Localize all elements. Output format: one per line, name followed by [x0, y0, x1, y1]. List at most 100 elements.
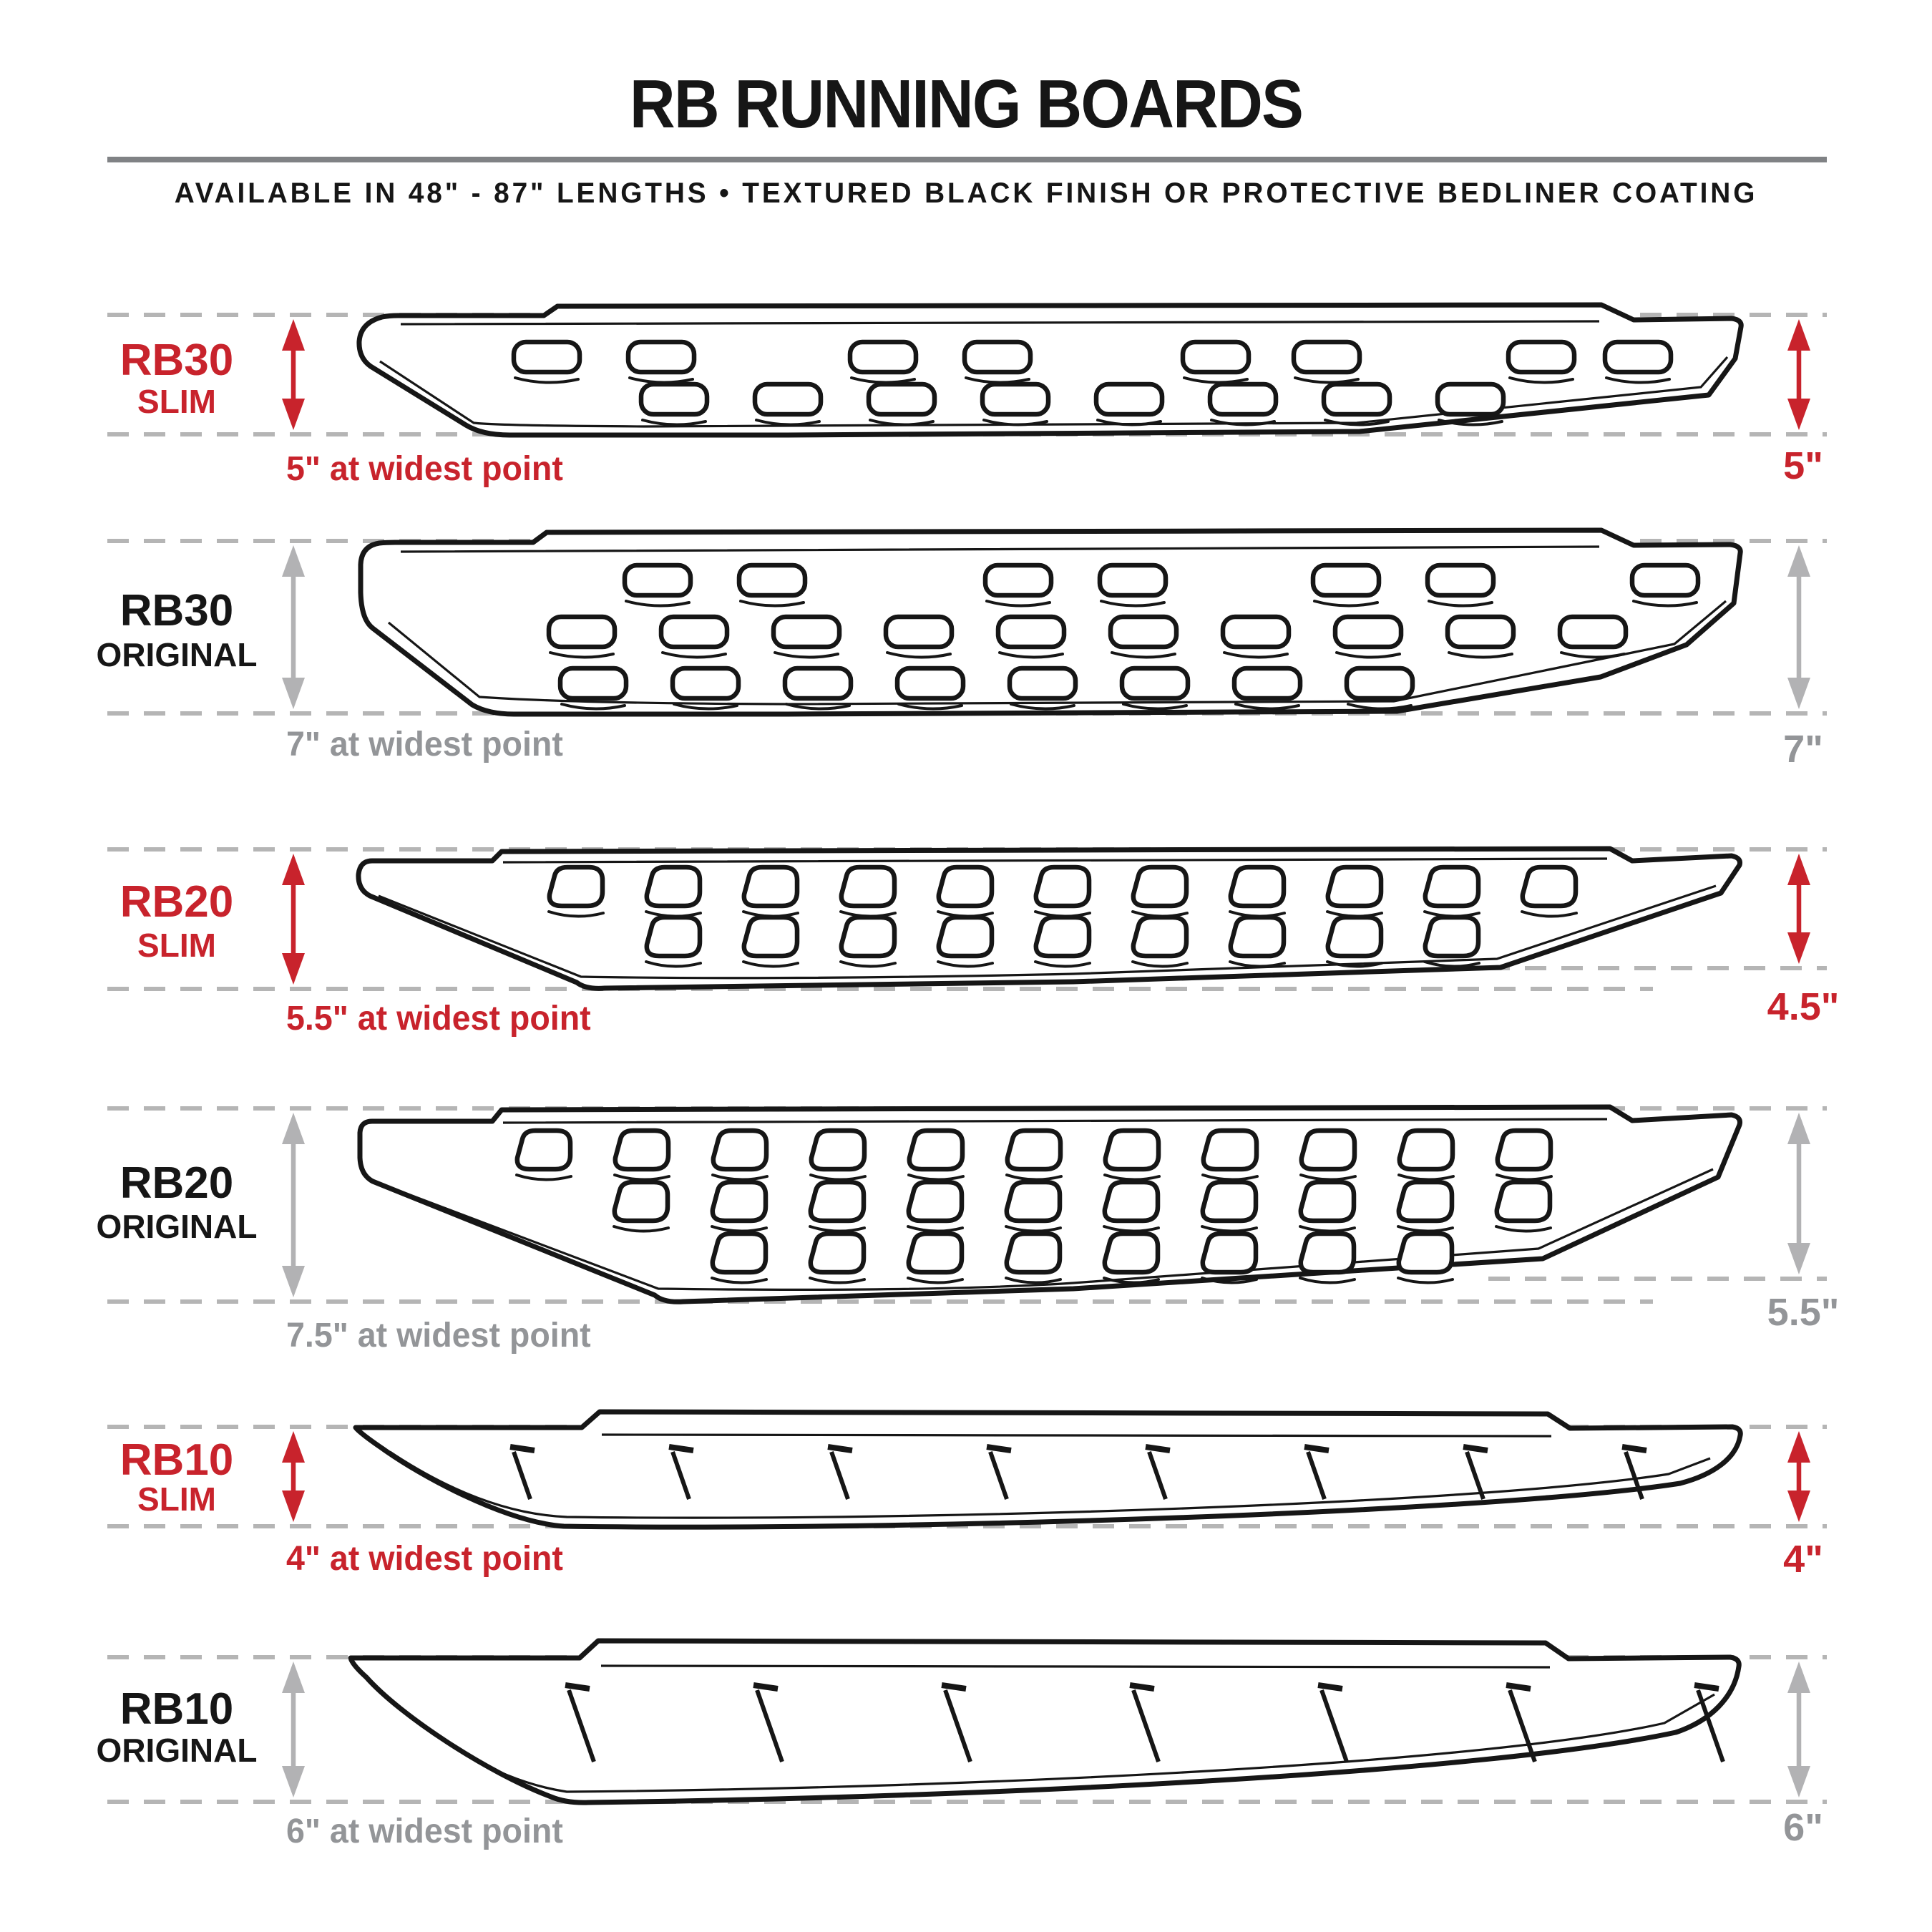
tread-mark: [941, 1682, 967, 1692]
d-slot: [1201, 1128, 1259, 1172]
model-label-rb20-original: RB20: [119, 1158, 234, 1208]
slot-shadow: [1397, 1277, 1454, 1284]
d-slot: [1228, 914, 1287, 959]
tread-mark: [1694, 1682, 1719, 1692]
board-drawings: [348, 302, 1744, 1805]
oval-slot: [982, 562, 1054, 598]
d-slot: [644, 914, 703, 959]
board-detail-line: [371, 1664, 1715, 1793]
tread-mark: [565, 1682, 590, 1692]
slot-shadow: [514, 376, 580, 384]
d-slot: [613, 1128, 671, 1172]
oval-slot: [557, 665, 629, 701]
slot-shadow: [1299, 1225, 1356, 1233]
d-slot: [1200, 1179, 1259, 1224]
oval-slot: [995, 614, 1067, 650]
slot-shadow: [1521, 910, 1578, 918]
oval-slot: [847, 339, 919, 375]
slot-shadow: [1496, 1174, 1553, 1181]
d-slot: [839, 914, 897, 959]
oval-slot: [1344, 665, 1415, 701]
oval-slot: [980, 381, 1051, 417]
slot-shadow: [998, 651, 1064, 659]
model-label-rb30-slim: RB30: [119, 335, 234, 385]
slot-shadow: [549, 651, 615, 659]
d-slot: [711, 1128, 769, 1172]
slot-shadow: [1299, 1277, 1356, 1284]
model-label-rb20-slim: RB20: [119, 877, 234, 927]
oval-slot: [736, 562, 808, 598]
tread-mark: [827, 1444, 853, 1453]
slot-shadow: [907, 1174, 965, 1181]
slot-shadow: [1131, 960, 1189, 968]
subtitle: AVAILABLE IN 48" - 87" LENGTHS • TEXTURE…: [174, 177, 1758, 209]
slot-shadow: [1299, 1174, 1357, 1181]
slot-shadow: [711, 1174, 769, 1181]
d-slot: [808, 1179, 867, 1224]
board-detail-line: [379, 1118, 1714, 1291]
d-slot: [1131, 914, 1189, 959]
slot-shadow: [1100, 600, 1166, 608]
tread-mark: [1463, 1444, 1488, 1453]
d-slot: [547, 864, 605, 909]
board-detail-line: [379, 320, 1729, 428]
tread-mark: [1129, 1682, 1155, 1692]
oval-slot: [625, 339, 697, 375]
d-slot: [1102, 1179, 1161, 1224]
d-slot: [808, 1231, 867, 1275]
board-outline: [353, 1409, 1743, 1530]
board-detail-line: [387, 545, 1727, 706]
tread-mark: [1145, 1444, 1171, 1453]
slot-shadow: [1210, 419, 1276, 426]
height-dimension-rb10-slim: 4": [1783, 1537, 1823, 1581]
slot-shadow: [809, 1174, 867, 1181]
d-slot: [1298, 1179, 1357, 1224]
model-label-rb30-original: RB30: [119, 585, 234, 635]
dimension-arrow: [282, 319, 305, 430]
slot-shadow: [1111, 651, 1176, 659]
slot-shadow: [1005, 1225, 1062, 1233]
oval-slot: [638, 381, 710, 417]
oval-slot: [546, 614, 618, 650]
oval-slot: [1291, 339, 1362, 375]
height-dimension-rb20-slim: 4.5": [1767, 985, 1840, 1028]
dimension-arrow: [1787, 1431, 1810, 1522]
board-rb10-original: [348, 1638, 1742, 1805]
tread-mark: [1621, 1444, 1647, 1453]
dimension-arrows: [282, 319, 1810, 1797]
slot-shadow: [839, 960, 897, 968]
variant-label-rb10-original: ORIGINAL: [96, 1732, 258, 1770]
slot-shadow: [897, 703, 963, 711]
dimension-arrow: [282, 1662, 305, 1797]
d-slot: [644, 864, 703, 909]
board-detail-line: [378, 857, 1717, 980]
slot-shadow: [1397, 1225, 1454, 1233]
oval-slot: [771, 614, 842, 650]
tread-mark: [829, 1451, 850, 1500]
tread-mark: [567, 1689, 596, 1762]
slot-shadow: [886, 651, 952, 659]
oval-slot: [1602, 339, 1674, 375]
slot-shadow: [1313, 600, 1379, 608]
height-dimension-rb10-original: 6": [1783, 1805, 1823, 1849]
tread-mark: [1319, 1689, 1349, 1762]
slot-shadow: [1560, 651, 1626, 659]
oval-slot: [658, 614, 730, 650]
slot-shadow: [1229, 960, 1286, 968]
tread-mark: [753, 1682, 779, 1692]
tread-mark: [670, 1451, 691, 1500]
model-label-rb10-slim: RB10: [119, 1435, 234, 1485]
title-divider: [107, 157, 1827, 162]
dimension-arrow: [282, 1113, 305, 1297]
tread-mark: [755, 1689, 784, 1762]
oval-slot: [1506, 339, 1577, 375]
oval-slot: [1108, 614, 1179, 650]
d-slot: [1520, 864, 1579, 909]
slot-shadow: [785, 703, 851, 711]
slot-shadow: [1234, 703, 1300, 711]
slot-shadow: [547, 910, 605, 918]
d-slot: [1102, 1231, 1161, 1275]
d-slot: [741, 864, 800, 909]
d-slot: [1325, 914, 1384, 959]
